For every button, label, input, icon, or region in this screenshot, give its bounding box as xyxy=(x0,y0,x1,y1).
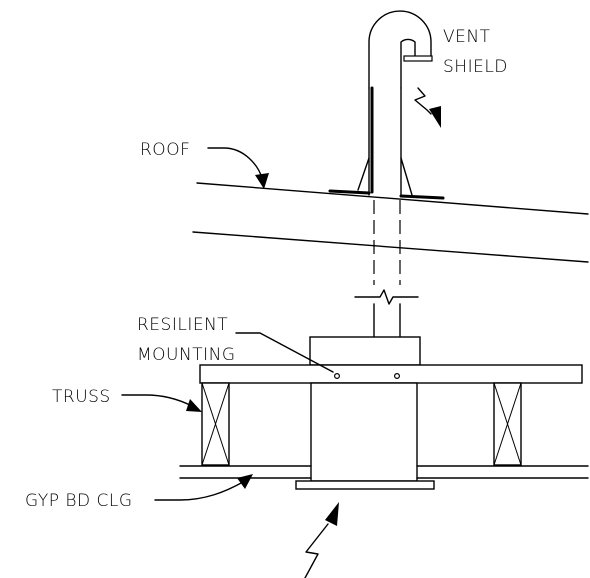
resilient-mounting-label-line2: MOUNTING xyxy=(137,345,236,365)
top-plate xyxy=(199,364,583,384)
roof-deck xyxy=(192,182,589,263)
vent-stack xyxy=(368,10,432,196)
vent-shield-label-line1: VENT xyxy=(443,27,491,47)
fan-collar xyxy=(309,336,421,366)
truss-left xyxy=(201,382,230,466)
mounting-points xyxy=(334,373,401,380)
resilient-mounting-label-line1: RESILIENT xyxy=(137,315,228,335)
resilient-mounting-leader xyxy=(235,332,334,373)
fan-housing xyxy=(310,382,418,482)
fan-grille xyxy=(295,480,435,490)
exhaust-airflow-arrow xyxy=(414,87,441,128)
ceiling-leader xyxy=(154,474,253,501)
vent-shield xyxy=(403,55,433,62)
intake-airflow-arrow xyxy=(304,502,339,578)
truss-leader xyxy=(121,394,202,412)
truss-label: TRUSS xyxy=(52,387,111,407)
roof-flashing xyxy=(328,157,445,200)
roof-leader xyxy=(207,147,269,189)
ceiling-label: GYP BD CLG xyxy=(25,491,133,511)
break-symbol xyxy=(354,289,419,305)
vent-shield-label-line2: SHIELD xyxy=(443,57,508,77)
roof-label: ROOF xyxy=(140,140,190,160)
truss-right xyxy=(493,382,522,466)
duct xyxy=(373,200,401,338)
